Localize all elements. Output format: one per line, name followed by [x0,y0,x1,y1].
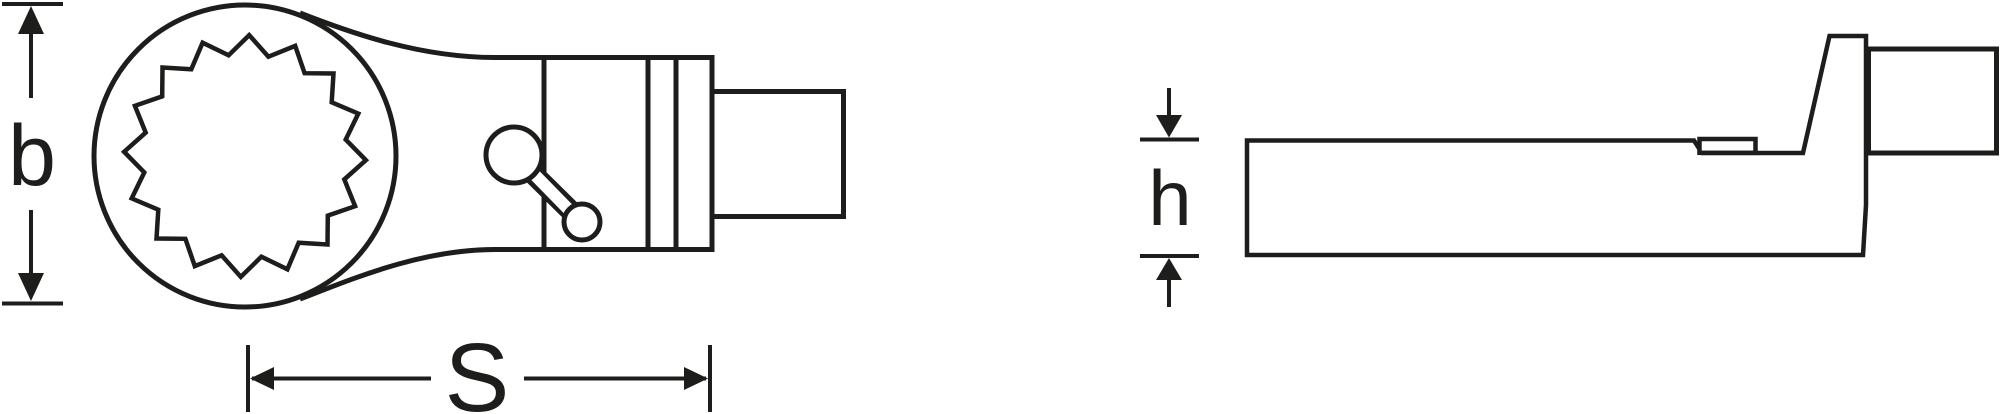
dim-b-arrow-up [18,6,44,34]
dimension-h: h [1140,88,1199,307]
dim-b-label: b [8,108,56,204]
retaining-pin [483,124,603,243]
square-drive-side [1866,46,1999,156]
dimension-s: S [246,323,712,414]
ring-gear-profile [120,31,370,281]
dim-h-label: h [1148,154,1191,242]
ring-insert-top-view [91,2,846,310]
pin-head-small [561,201,603,243]
dim-s-label: S [445,323,510,414]
dim-h-arrow-down [1156,115,1182,138]
dim-b-arrow-down [18,273,44,301]
ring-outer-circle [91,2,399,310]
square-drive-plan [709,89,846,219]
pin-bar-core [525,165,579,220]
dim-h-arrow-up [1156,258,1182,280]
catch-tab-side [1697,136,1758,156]
side-view-outline [1244,33,1869,258]
ring-insert-side-view [1244,33,1999,258]
dim-s-arrow-right [684,367,708,390]
dimension-b: b [2,2,63,306]
pin-head-large [483,124,545,186]
